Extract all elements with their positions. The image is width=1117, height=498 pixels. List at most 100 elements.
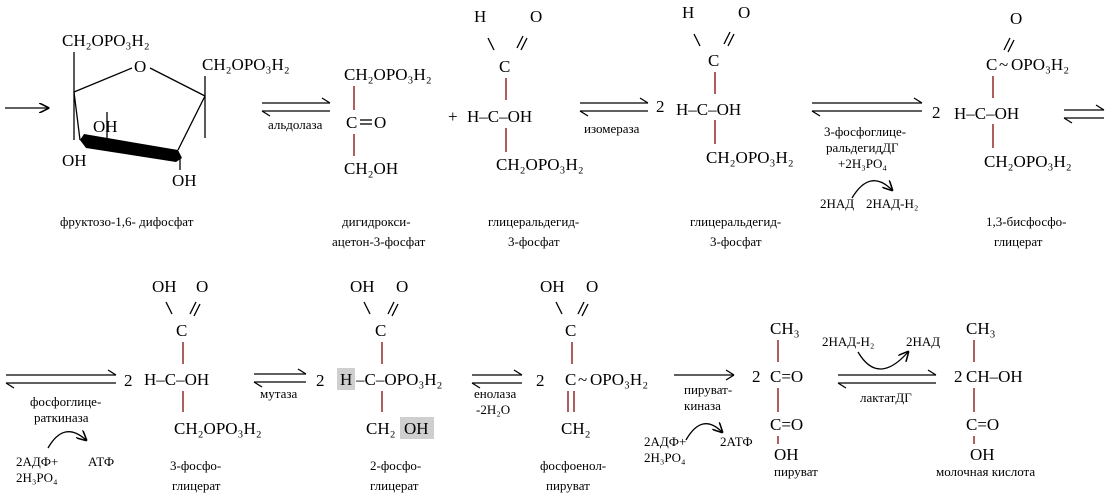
enolase-arrows	[471, 369, 523, 389]
formula-text: CH₂OPO₃H₂	[344, 65, 432, 84]
cofactor-label: 2НАД	[820, 196, 854, 211]
enzyme-label: пируват-	[684, 382, 732, 397]
formula-text: C	[375, 321, 386, 340]
formula-text: OH	[970, 445, 995, 464]
formula-text: CH₂OPO₃H₂	[496, 155, 584, 174]
formula-text: CH₂OPO₃H₂	[174, 419, 262, 438]
gap-structure-a: H O C H–C–OH CH₂OPO₃H₂	[467, 7, 584, 174]
formula-text: ~	[578, 370, 587, 389]
cofactor-arc	[857, 352, 908, 370]
fructose-bisphosphate-structure: CH₂OPO₃H₂ CH₂OPO₃H₂ O OH OH OH	[62, 31, 290, 190]
compound-label: 1,3-бисфосфо-	[986, 214, 1067, 229]
pep-structure: OH O C C ~ OPO₃H₂ CH₂	[540, 277, 648, 438]
enzyme-label: 3-фосфоглице-	[824, 124, 906, 139]
formula-text: H–C–OH	[144, 370, 209, 389]
compound-label: фруктозо-1,6- дифосфат	[60, 214, 194, 229]
lactate-structure: CH₃ 2 CH–OH C=O OH	[954, 319, 1023, 464]
formula-text: CH₂OH	[344, 159, 398, 178]
compound-label: ацетон-3-фосфат	[332, 234, 426, 249]
formula-text: OH	[62, 151, 87, 170]
formula-text: OH	[152, 277, 177, 296]
formula-text: CH₂OPO₃H₂	[706, 148, 794, 167]
isomerase-arrows	[579, 97, 649, 117]
enzyme-label: -2H₂O	[476, 402, 510, 417]
formula-text: O	[530, 7, 542, 26]
formula-text: CH₂	[561, 419, 591, 438]
formula-text: H–C–OH	[954, 104, 1019, 123]
formula-text: H–C–OH	[676, 100, 741, 119]
formula-text: O	[738, 3, 750, 22]
formula-text: C	[346, 113, 357, 132]
coefficient: 2	[124, 371, 133, 390]
compound-label: пируват	[546, 478, 590, 493]
formula-text: O	[1010, 9, 1022, 28]
enzyme-label: лактатДГ	[860, 390, 912, 405]
formula-text: OH	[350, 277, 375, 296]
compound-label: фосфоенол-	[540, 458, 606, 473]
cofactor-arc	[685, 424, 722, 441]
formula-text: O	[374, 113, 386, 132]
cofactor-label: 2НАД-Н₂	[822, 334, 874, 349]
aldolase-arrows	[261, 97, 331, 117]
highlight	[400, 417, 434, 439]
formula-text: OH	[172, 171, 197, 190]
enzyme-label: раткиназа	[34, 410, 89, 425]
coefficient: 2	[752, 367, 761, 386]
plus-sign: +	[448, 107, 458, 126]
formula-text: C	[565, 370, 576, 389]
pg2-structure: OH O C H –C–OPO₃H₂ CH₂ OH	[337, 277, 442, 439]
bpg-structure: O C ~ OPO₃H₂ H–C–OH CH₂OPO₃H₂	[954, 9, 1072, 171]
enzyme-label: ральдегидДГ	[826, 140, 899, 155]
compound-label: глицерат	[370, 478, 419, 493]
pg3-structure: OH O C H–C–OH CH₂OPO₃H₂	[144, 277, 262, 438]
coefficient: 2	[954, 367, 963, 386]
cofactor-label: 2H₃PO₄	[16, 470, 58, 485]
coefficient: 2	[316, 371, 325, 390]
pyruvate-kinase-arrow	[674, 369, 735, 381]
enzyme-label: альдолаза	[268, 117, 323, 132]
formula-text: CH₂	[366, 419, 396, 438]
formula-text: C	[986, 55, 997, 74]
formula-text: O	[396, 277, 408, 296]
compound-label: 3-фосфо-	[170, 458, 221, 473]
compound-label: глицеральдегид-	[690, 214, 781, 229]
formula-text: H–C–OH	[467, 107, 532, 126]
cofactor-label: 2НАД	[906, 334, 940, 349]
coefficient: 2	[932, 103, 941, 122]
gapdh-arrows	[811, 97, 923, 117]
compound-label: глицерат	[994, 234, 1043, 249]
formula-text: CH₃	[966, 319, 996, 338]
cofactor-label: 2АДФ+	[16, 454, 58, 469]
formula-text: OPO₃H₂	[1011, 55, 1069, 74]
formula-text: H	[682, 3, 694, 22]
pgk-arrows-continue	[1063, 104, 1105, 124]
ldh-arrows	[837, 369, 937, 389]
formula-text: OH	[540, 277, 565, 296]
enzyme-label: изомераза	[584, 121, 640, 136]
formula-text: CH₂OPO₃H₂	[202, 55, 290, 74]
formula-text: C=O	[770, 367, 803, 386]
enzyme-label: мутаза	[260, 386, 297, 401]
pyruvate-structure: CH₃ 2 C=O C=O OH	[752, 319, 803, 464]
enzyme-label: енолаза	[474, 386, 516, 401]
ring-oxygen: O	[134, 57, 146, 76]
formula-text: C	[176, 321, 187, 340]
formula-text: ~	[999, 55, 1008, 74]
compound-label: глицеральдегид-	[488, 214, 579, 229]
coefficient: 2	[656, 97, 665, 116]
formula-text: C=O	[770, 415, 803, 434]
formula-text: OPO₃H₂	[590, 370, 648, 389]
coefficient: 2	[536, 371, 545, 390]
formula-text: C	[499, 57, 510, 76]
cofactor-label: 2H₃PO₄	[644, 450, 686, 465]
compound-label: дигидрокси-	[342, 214, 411, 229]
formula-text: O	[196, 277, 208, 296]
formula-text: OH	[774, 445, 799, 464]
formula-text: CH₂OPO₃H₂	[62, 31, 150, 50]
enzyme-label: киназа	[684, 398, 721, 413]
formula-text: H	[340, 370, 352, 389]
formula-text: –C–OPO₃H₂	[355, 370, 442, 389]
formula-text: OH	[93, 117, 118, 136]
